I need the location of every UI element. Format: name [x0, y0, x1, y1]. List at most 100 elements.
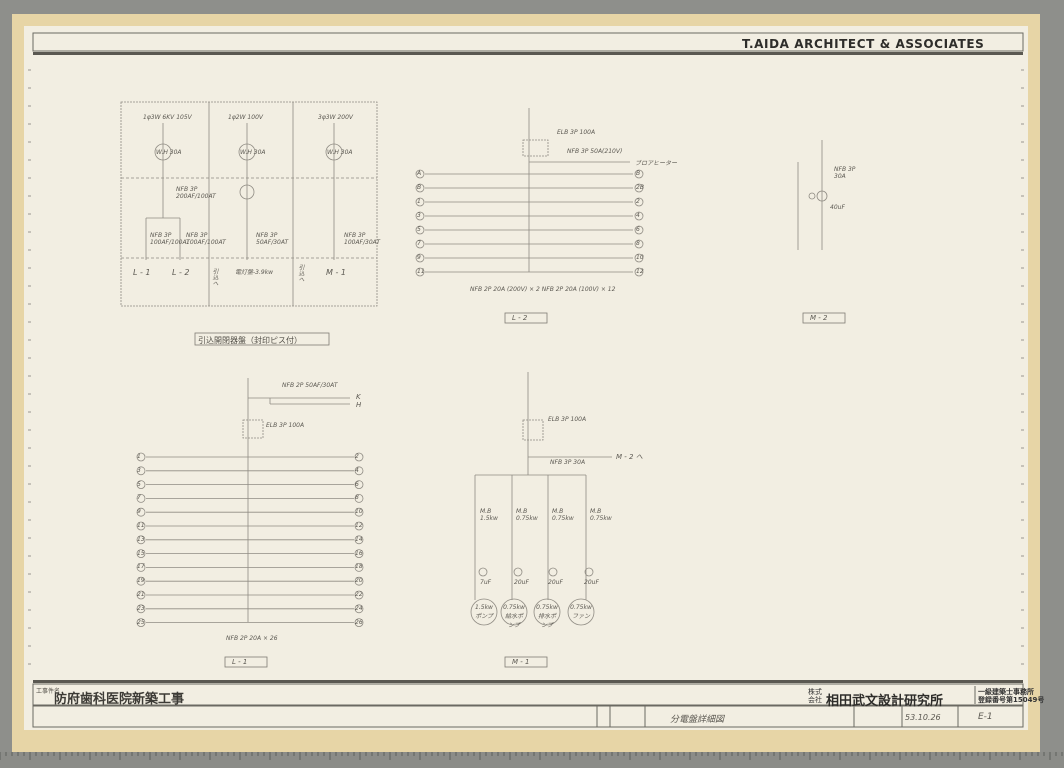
ul-panel-m1: M - 1	[326, 268, 346, 277]
l1-right-label-10: 22	[355, 591, 363, 598]
project-label: 工事件名	[36, 688, 61, 695]
l2-row-left-circle	[415, 253, 425, 263]
upper-left-diagram	[120, 101, 378, 307]
ul-top-label-2: 1φ2W 100V	[228, 114, 263, 121]
m1-cap-1: 7uF	[480, 579, 492, 586]
l2-to-label: ブロアヒーター	[635, 160, 678, 167]
license-line2: 登録番号第15049号	[978, 696, 1045, 704]
l2-row-right-circle	[634, 183, 644, 193]
l1-row-left-circle	[136, 507, 146, 517]
l2-elb: ELB 3P 100A	[557, 129, 596, 136]
l1-right-label-5: 12	[355, 522, 363, 529]
l1-branch-to-2: H	[356, 401, 362, 409]
l1-row-left-circle	[136, 466, 146, 476]
l1-right-label-9: 20	[355, 577, 363, 585]
m1-breaker-1: M.B 1.5kw	[480, 508, 498, 522]
l2-left-label-5: 7	[417, 240, 421, 247]
l2-left-label-4: 5	[417, 226, 421, 233]
l1-row-right-circle	[354, 535, 364, 545]
l2-bottom: NFB 2P 20A (200V) × 2 NFB 2P 20A (100V) …	[470, 286, 616, 293]
firm-name: 相田武文設計研究所	[826, 694, 944, 709]
ul-top-label-1: 1φ3W 6KV 105V	[143, 114, 192, 121]
l2-right-label-3: 4	[636, 212, 640, 219]
l1-left-label-7: 15	[137, 549, 145, 557]
ul-branch-mid: NFB 3P 100AF/100AT	[186, 232, 226, 246]
l1-row-right-circle	[354, 590, 364, 600]
l1-row-right-circle	[354, 493, 364, 503]
l1-left-label-2: 5	[137, 480, 141, 488]
l2-right-label-1: 2B	[636, 184, 644, 191]
firm-name-en: T.AIDA ARCHITECT & ASSOCIATES	[742, 37, 985, 51]
l2-right-label-5: 8	[636, 240, 640, 247]
l2-left-label-0: A	[417, 170, 422, 177]
l2-row-left-circle	[415, 239, 425, 249]
l1-left-label-0: 1	[137, 453, 141, 460]
l1-label: L - 1	[232, 658, 248, 666]
m1-motor-1: 1.5kw ポンプ	[475, 604, 493, 620]
ul-meter-1: W.H 30A	[156, 149, 182, 156]
l2-row-right-circle	[634, 267, 644, 277]
l1-right-label-12: 26	[355, 618, 363, 626]
ul-side-b: 引込へ	[297, 264, 304, 282]
m1-elb: ELB 3P 100A	[548, 416, 587, 423]
l2-right-label-6: 10	[636, 254, 644, 261]
ul-side-a: 引込へ	[211, 268, 218, 286]
l2-left-label-7: 11	[417, 268, 425, 275]
l1-row-left-circle	[136, 493, 146, 503]
ul-side-note: 電灯盤-3.9kw	[235, 269, 274, 276]
l2-left-label-1: B	[417, 184, 422, 191]
l1-right-label-0: 2	[355, 453, 359, 460]
l2-row-left-circle	[415, 225, 425, 235]
ruler	[0, 752, 1064, 768]
l1-row-left-circle	[136, 521, 146, 531]
license-line1: 一級建築士事務所	[978, 688, 1034, 696]
l1-right-label-11: 24	[355, 604, 363, 612]
l1-right-label-3: 8	[355, 494, 359, 502]
l1-row-left-circle	[136, 604, 146, 614]
m2-diagram	[797, 140, 828, 250]
drawing-title: 分電盤詳細図	[670, 715, 725, 725]
l2-label: L - 2	[512, 314, 528, 322]
l2-right-label-7: 12	[636, 268, 644, 275]
l1-row-left-circle	[136, 549, 146, 558]
l1-row-right-circle	[354, 618, 364, 627]
ul-top-label-3: 3φ3W 200V	[318, 114, 353, 121]
ul-meter-3: W.H 30A	[327, 149, 353, 156]
l2-nfb-main: NFB 3P 50A(210V)	[567, 148, 623, 155]
ul-panel-l2: L - 2	[172, 268, 190, 277]
paper	[24, 26, 1028, 730]
ul-branch-right: NFB 3P 50AF/30AT	[256, 232, 289, 246]
ul-panel-l1: L - 1	[133, 268, 151, 277]
l1-elb: ELB 3P 100A	[266, 422, 305, 429]
l1-row-left-circle	[136, 618, 146, 627]
firm-prefix-bottom: 会社	[808, 696, 822, 704]
l2-left-label-2: 1	[417, 198, 421, 205]
l1-row-right-circle	[354, 452, 364, 462]
m1-motor-4: 0.75kw ファン	[570, 604, 592, 620]
m2-label: M - 2	[810, 314, 828, 322]
m1-cap-2: 20uF	[514, 579, 529, 586]
m1-breaker-2: M.B 0.75kw	[516, 508, 538, 522]
l1-row-right-circle	[354, 521, 364, 531]
m1-breaker-3: M.B 0.75kw	[552, 508, 574, 522]
drawing-date: 53.10.26	[905, 713, 941, 722]
l1-row-left-circle	[136, 452, 146, 462]
l1-left-label-8: 17	[137, 563, 145, 571]
l1-row-right-circle	[354, 480, 364, 490]
l1-row-right-circle	[354, 576, 364, 586]
l1-right-label-4: 10	[355, 508, 363, 516]
l2-row-left-circle	[415, 197, 425, 207]
m1-cap-4: 20uF	[584, 579, 599, 586]
l1-row-left-circle	[136, 576, 146, 586]
l2-row-right-circle	[634, 197, 644, 207]
l2-row-left-circle	[415, 183, 425, 193]
l2-diagram	[415, 108, 644, 277]
l1-left-label-12: 25	[137, 618, 145, 626]
m1-nfb: NFB 3P 30A	[550, 459, 586, 466]
l2-row-right-circle	[634, 225, 644, 235]
l2-row-right-circle	[634, 253, 644, 263]
l1-branch: NFB 2P 50AF/30AT	[282, 382, 338, 389]
l1-left-label-9: 19	[137, 577, 145, 585]
ul-meter-2: W.H 30A	[240, 149, 266, 156]
